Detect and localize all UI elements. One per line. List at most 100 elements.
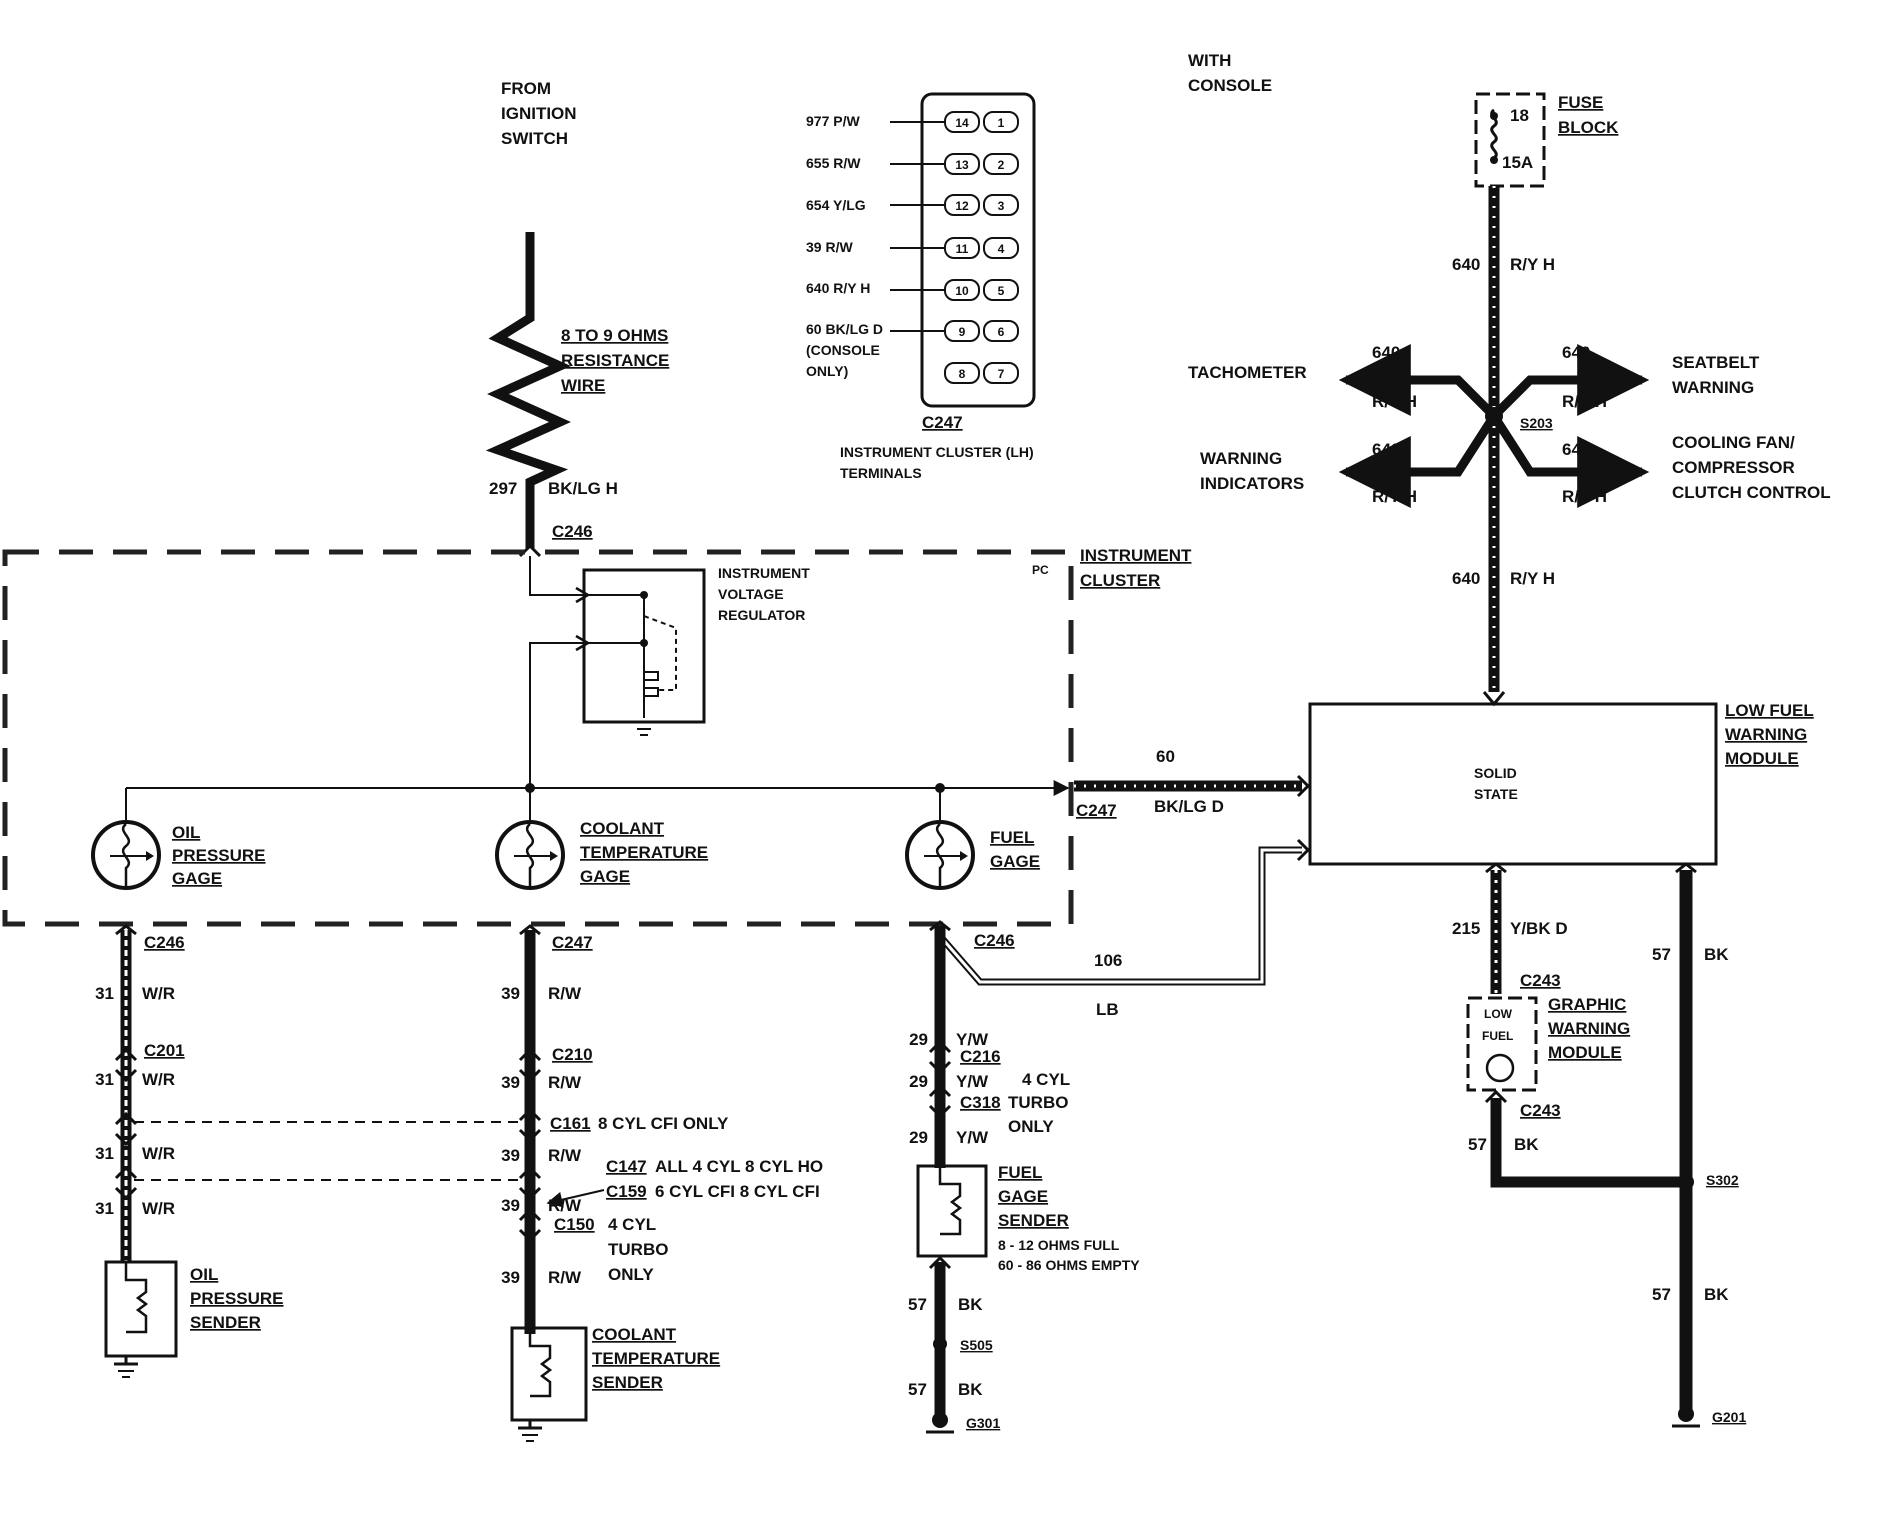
wire-106-circuit: 106 LB bbox=[937, 838, 1311, 1019]
low-fuel-module-label-1: LOW FUEL bbox=[1725, 701, 1814, 720]
branch-cool-num: 640 bbox=[1562, 440, 1590, 459]
oil-gauge-label-1: OIL bbox=[172, 823, 200, 842]
wire-color-label: R/W bbox=[548, 1073, 582, 1092]
c150-note-1: 4 CYL bbox=[608, 1215, 656, 1234]
ignition-feed: FROM IGNITION SWITCH 8 TO 9 OHMS RESISTA… bbox=[485, 79, 669, 558]
c247-pin-left-number: 14 bbox=[955, 116, 969, 130]
regulator-output-wire bbox=[529, 642, 586, 788]
branch-seat-color: R/Y H bbox=[1562, 392, 1607, 411]
c161-connector-icon bbox=[518, 1107, 542, 1143]
oil-pressure-sender-box bbox=[104, 1260, 178, 1358]
c159-note: 6 CYL CFI 8 CYL CFI bbox=[655, 1182, 820, 1201]
c318-note-1: 4 CYL bbox=[1022, 1070, 1070, 1089]
branch-seatbelt bbox=[1490, 344, 1650, 420]
solid-state-label-2: STATE bbox=[1474, 786, 1518, 802]
c247-wire-label: 640 R/Y H bbox=[806, 280, 870, 296]
cooling-fan-label-2: COMPRESSOR bbox=[1672, 458, 1795, 477]
wire-57-color-1: BK bbox=[1704, 945, 1729, 964]
wire-57-graphic bbox=[1490, 1098, 1686, 1188]
regulator-dot-1 bbox=[640, 591, 648, 599]
seatbelt-label-1: SEATBELT bbox=[1672, 353, 1760, 372]
wire-60-connector-icon bbox=[1296, 774, 1311, 798]
fuel-sender-label-2: GAGE bbox=[998, 1187, 1048, 1206]
wire-color-label: W/R bbox=[142, 1199, 175, 1218]
c210-connector-icon bbox=[518, 1047, 542, 1083]
branch-warn-num: 640 bbox=[1372, 440, 1400, 459]
wire-57-num-2: 57 bbox=[1652, 1285, 1671, 1304]
resistance-label-2: RESISTANCE bbox=[561, 351, 669, 370]
s302-label: S302 bbox=[1706, 1172, 1739, 1188]
coolant-sender-label-2: TEMPERATURE bbox=[592, 1349, 720, 1368]
wire-number-label: 39 bbox=[501, 1196, 520, 1215]
wire-color-label: R/W bbox=[548, 1146, 582, 1165]
seatbelt-label-2: WARNING bbox=[1672, 378, 1754, 397]
wire-57-num-1: 57 bbox=[1652, 945, 1671, 964]
fuel-sender-spec-2: 60 - 86 OHMS EMPTY bbox=[998, 1257, 1140, 1273]
fuel-sender-spec-1: 8 - 12 OHMS FULL bbox=[998, 1237, 1120, 1253]
c161-oil-connector-icon bbox=[114, 1111, 138, 1147]
coolant-sender-label-3: SENDER bbox=[592, 1373, 663, 1392]
c247-pin-right bbox=[983, 194, 1019, 216]
instrument-cluster: PC INSTRUMENT CLUSTER INSTRUMENT VOLTAGE… bbox=[2, 546, 1192, 927]
wire-57-fuel-num-1: 57 bbox=[908, 1295, 927, 1314]
wire-color-label: W/R bbox=[142, 984, 175, 1003]
c215-connector-icon bbox=[1485, 862, 1507, 874]
instrument-cluster-label-2: CLUSTER bbox=[1080, 571, 1160, 590]
c150-note-2: TURBO bbox=[608, 1240, 668, 1259]
fuse-amps: 15A bbox=[1502, 153, 1533, 172]
graphic-label-3: MODULE bbox=[1548, 1043, 1622, 1062]
c246-top-label: C246 bbox=[552, 522, 593, 541]
c247-pin-left bbox=[944, 111, 980, 133]
c247-terminal-title: C247 bbox=[922, 413, 963, 432]
coolant-gauge-label-3: GAGE bbox=[580, 867, 630, 886]
regulator-heater-icon bbox=[643, 671, 659, 697]
coolant-sender-resistor-icon bbox=[528, 1328, 553, 1398]
wire-640-color-bottom: R/Y H bbox=[1510, 569, 1555, 588]
c247-pin-left-number: 10 bbox=[955, 284, 969, 298]
cooling-fan-label-3: CLUTCH CONTROL bbox=[1672, 483, 1831, 502]
c247-wire-label: 977 P/W bbox=[806, 113, 860, 129]
wire-297-number: 297 bbox=[489, 479, 517, 498]
c247-pin-left-number: 12 bbox=[955, 199, 969, 213]
c247-pin-left bbox=[944, 320, 980, 342]
c161-label: C161 bbox=[550, 1114, 591, 1133]
wire-color-label: R/W bbox=[548, 984, 582, 1003]
wire-106-connector-icon bbox=[1296, 838, 1311, 862]
ignition-from-label: FROM bbox=[501, 79, 551, 98]
wire-215-color: Y/BK D bbox=[1510, 919, 1568, 938]
s505-splice bbox=[933, 1337, 947, 1351]
resistance-wire bbox=[485, 232, 571, 548]
c247-pin-left bbox=[944, 237, 980, 259]
wire-color-label: W/R bbox=[142, 1144, 175, 1163]
c247-pin-right bbox=[983, 279, 1019, 301]
oil-sender-resistor-icon bbox=[124, 1262, 149, 1334]
wire-57-color-2: BK bbox=[1704, 1285, 1729, 1304]
s302-splice bbox=[1678, 1174, 1694, 1190]
graphic-label-2: WARNING bbox=[1548, 1019, 1630, 1038]
fuel-sender-resistor-icon bbox=[938, 1166, 963, 1236]
c247-pin-right bbox=[983, 237, 1019, 259]
wire-57-fuel-color-2: BK bbox=[958, 1380, 983, 1399]
c216-connector-icon bbox=[928, 1039, 952, 1075]
wire-60-number: 60 bbox=[1156, 747, 1175, 766]
wire-57-fuel-color-1: BK bbox=[958, 1295, 983, 1314]
oil-sender-ground-icon bbox=[114, 1356, 138, 1378]
splice-branches bbox=[1338, 344, 1650, 508]
wire-number-label: 29 bbox=[909, 1072, 928, 1091]
s203-label: S203 bbox=[1520, 415, 1553, 431]
c247-mid-label: C247 bbox=[1076, 801, 1117, 820]
coolant-gauge-label-1: COOLANT bbox=[580, 819, 665, 838]
c247-pin-right-number: 6 bbox=[998, 325, 1005, 339]
instrument-cluster-boundary bbox=[2, 549, 1074, 927]
c147-connector-icon bbox=[518, 1165, 542, 1201]
c247-pin-right bbox=[983, 362, 1019, 384]
coolant-sender-ground-icon bbox=[518, 1420, 542, 1442]
wire-60-circuit: 60 BK/LG D C247 bbox=[1074, 747, 1311, 820]
wire-number-label: 39 bbox=[501, 1146, 520, 1165]
branch-cooling-fan bbox=[1490, 413, 1650, 508]
graphic-inner-2: FUEL bbox=[1482, 1029, 1513, 1043]
